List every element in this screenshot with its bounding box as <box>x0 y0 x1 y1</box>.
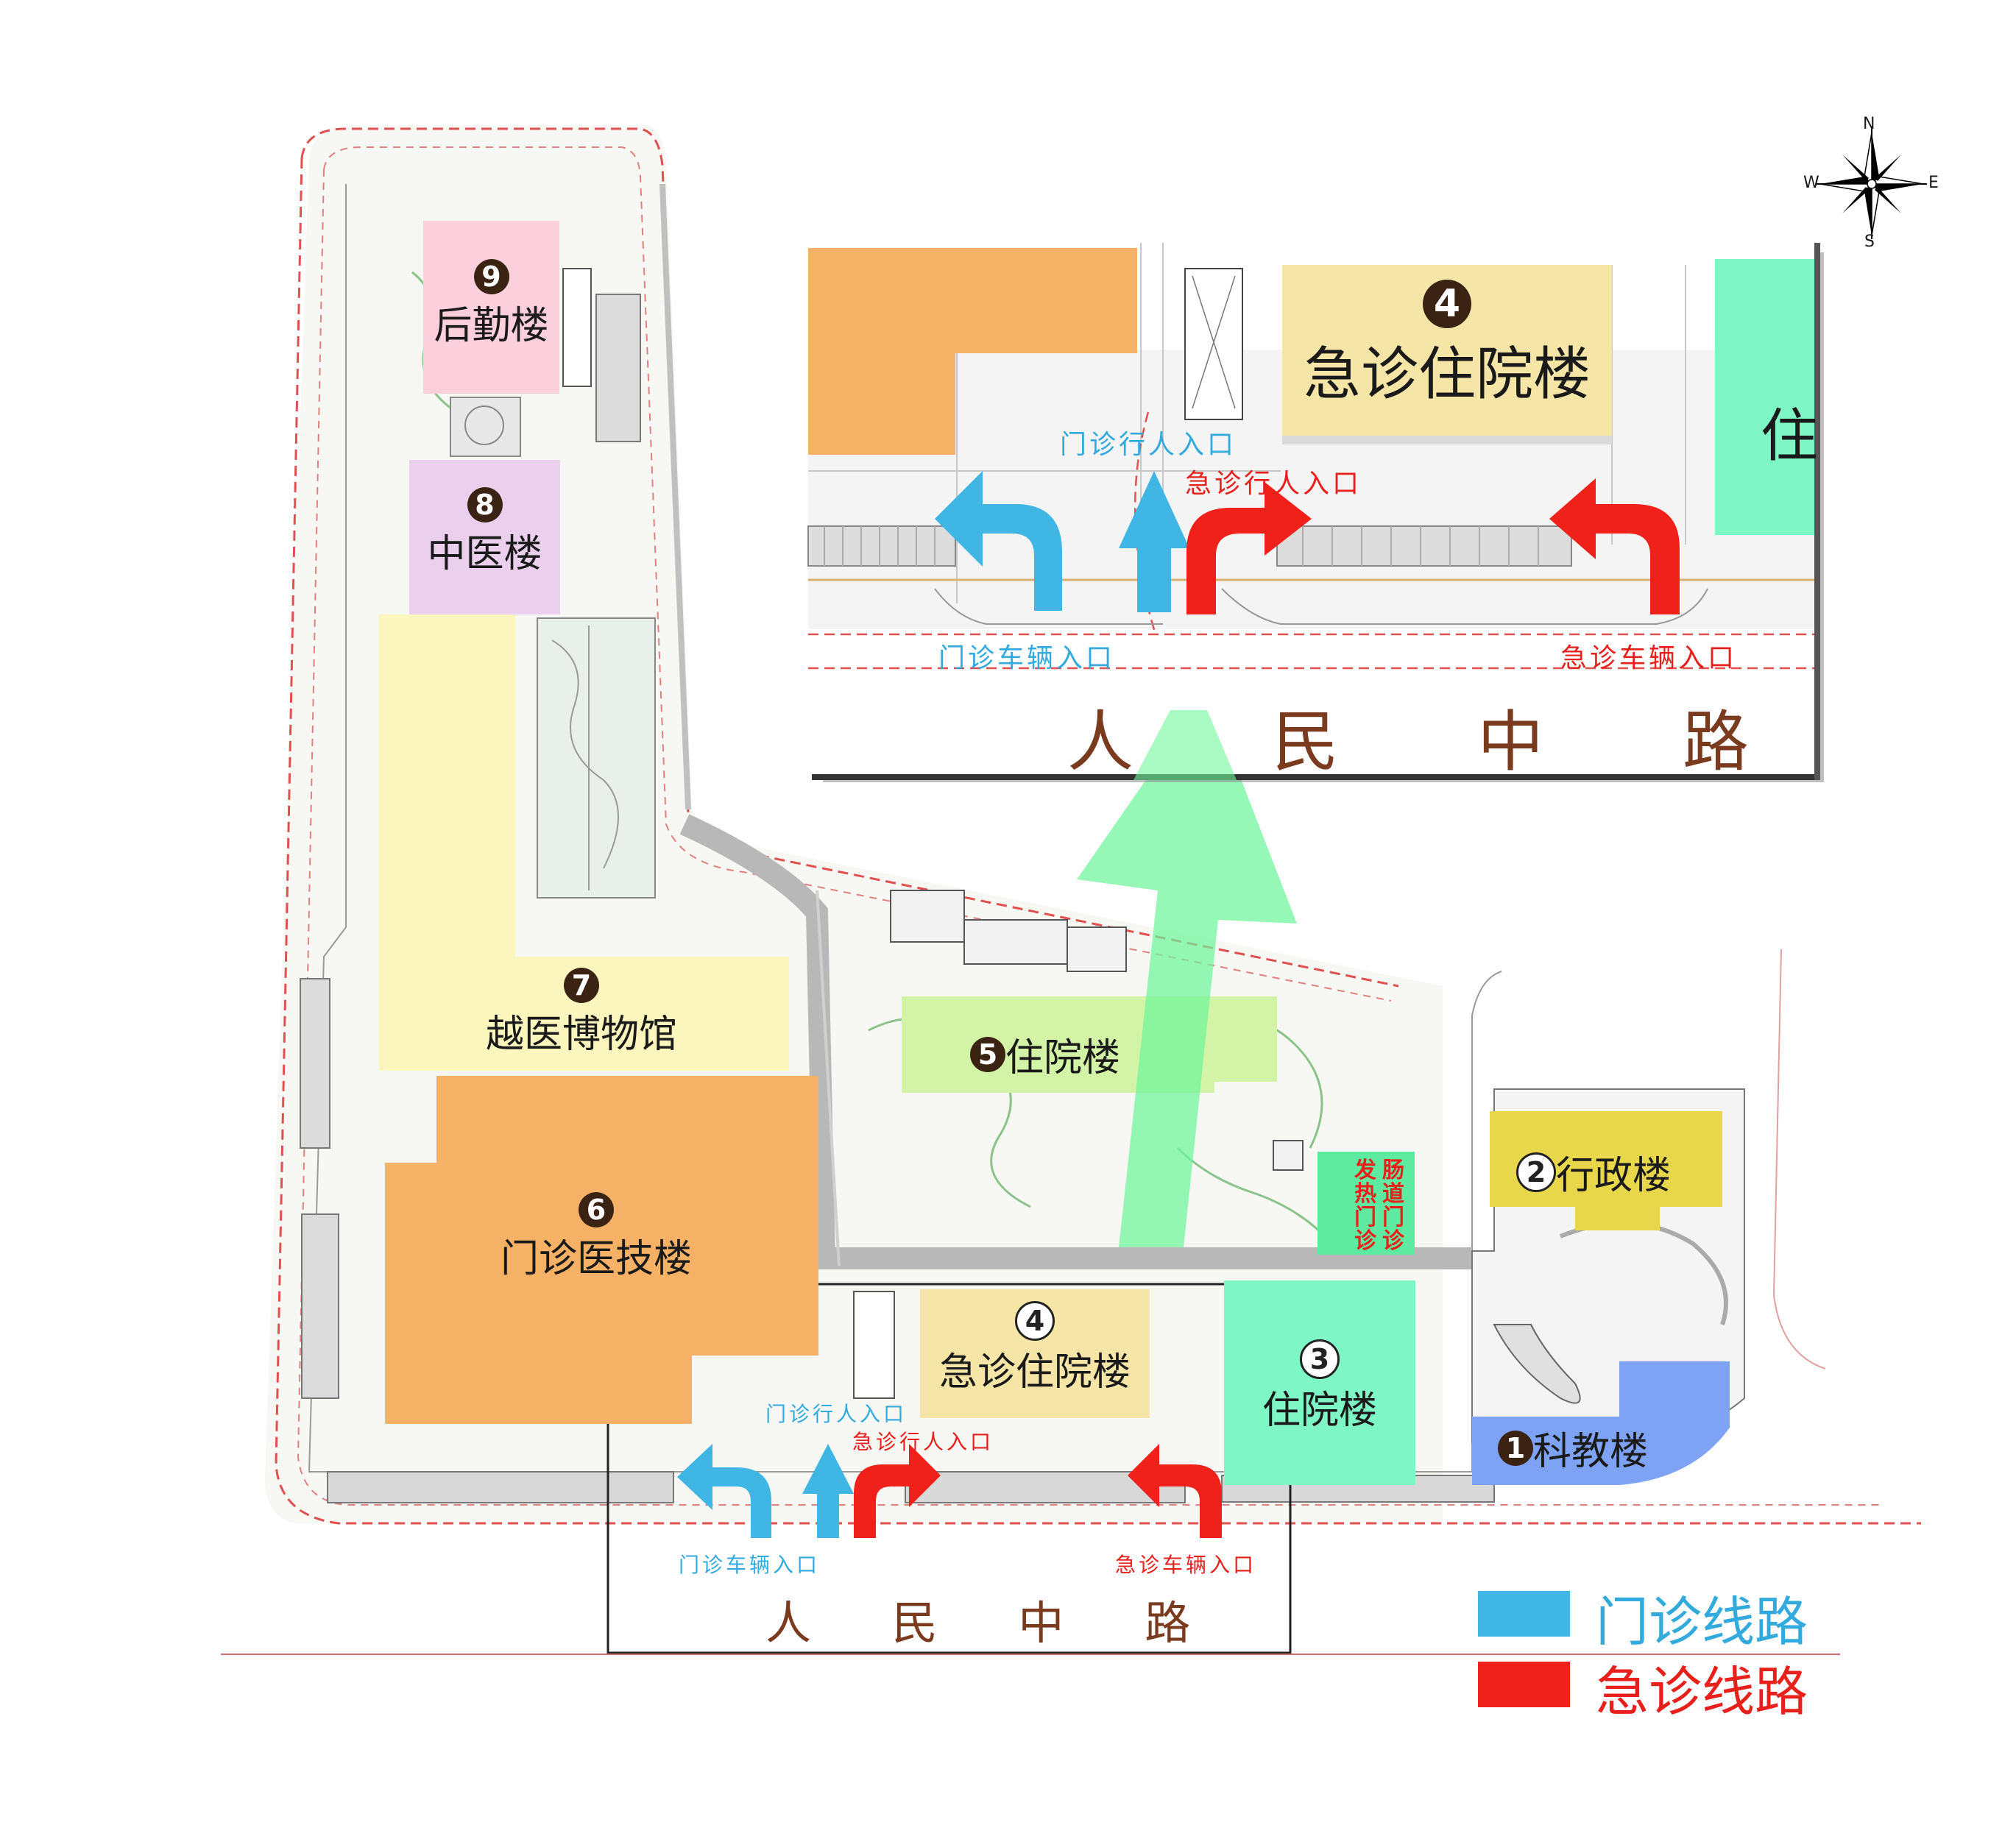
road-name-label: 人 民 中 路 <box>765 1596 1191 1650</box>
inset-building-3-partial-label: 住 <box>1761 403 1819 469</box>
legend-outpatient-swatch <box>1478 1591 1570 1637</box>
building-2-name: 行政楼 <box>1556 1154 1672 1198</box>
inset-emergency-vehicle-label: 急诊车辆入口 <box>1560 643 1738 673</box>
inset-building-4-name: 急诊住院楼 <box>1303 341 1591 408</box>
building-9-label: 9 后勤楼 <box>423 259 559 350</box>
inset-outpatient-vehicle-label: 门诊车辆入口 <box>938 643 1116 673</box>
compass-s-label: S <box>1864 233 1875 251</box>
building-3-name: 住院楼 <box>1262 1389 1377 1433</box>
inset-emergency-pedestrian-label: 急诊行人入口 <box>1185 469 1362 499</box>
outpatient-vehicle-entrance-label: 门诊车辆入口 <box>679 1553 821 1577</box>
outpatient-vehicle-arrow <box>677 1444 771 1538</box>
emergency-vehicle-entrance-label: 急诊车辆入口 <box>1115 1553 1257 1577</box>
inset-road-name-label: 人 民 中 路 <box>1067 704 1749 781</box>
fever-clinic-label: 发热门诊 <box>1354 1158 1376 1254</box>
outpatient-pedestrian-arrow <box>802 1444 854 1538</box>
building-2-block <box>1490 1111 1722 1230</box>
building-6-name: 门诊医技楼 <box>500 1237 692 1281</box>
building-1-number: 1 <box>1498 1430 1533 1466</box>
building-8-block <box>409 460 560 614</box>
inset-emergency-pedestrian-arrow <box>1186 482 1312 614</box>
building-3-block <box>1224 1280 1415 1485</box>
building-8-label: 8 中医楼 <box>409 487 560 578</box>
building-4-name: 急诊住院楼 <box>938 1350 1131 1395</box>
building-8-number: 8 <box>467 487 503 522</box>
inset-building-4-number: 4 <box>1423 280 1471 328</box>
building-4-number: 4 <box>1015 1301 1055 1341</box>
building-7-name: 越医博物馆 <box>485 1013 677 1057</box>
emergency-pedestrian-entrance-label: 急诊行人入口 <box>852 1430 994 1454</box>
building-3-label: 3 住院楼 <box>1224 1339 1415 1434</box>
building-7-number: 7 <box>564 968 599 1003</box>
building-1-block <box>1472 1361 1730 1485</box>
compass-e-label: E <box>1928 174 1939 192</box>
legend-emergency-label: 急诊线路 <box>1596 1661 1808 1723</box>
compass-rose <box>1817 129 1927 239</box>
zoom-pointer-arrow <box>1077 692 1297 1247</box>
building-5-name: 住院楼 <box>1005 1036 1121 1080</box>
emergency-vehicle-arrow <box>1128 1444 1222 1538</box>
inset-emergency-vehicle-arrow <box>1549 478 1680 614</box>
intestinal-clinic-label: 肠道门诊 <box>1382 1158 1404 1254</box>
emergency-pedestrian-arrow <box>854 1444 941 1538</box>
building-9-number: 9 <box>473 259 509 294</box>
legend-outpatient-label: 门诊线路 <box>1596 1591 1808 1653</box>
building-3-number: 3 <box>1300 1339 1340 1379</box>
legend-emergency-swatch <box>1478 1662 1570 1707</box>
building-7-label: 7 越医博物馆 <box>456 968 707 1058</box>
building-1-name: 科教楼 <box>1533 1430 1649 1474</box>
building-2-number: 2 <box>1516 1152 1556 1192</box>
compass-n-label: N <box>1863 115 1875 133</box>
building-8-name: 中医楼 <box>427 532 542 576</box>
inset-building-4-label: 4 急诊住院楼 <box>1282 280 1612 411</box>
outpatient-pedestrian-entrance-label: 门诊行人入口 <box>765 1402 908 1426</box>
inset-outpatient-pedestrian-label: 门诊行人入口 <box>1060 430 1237 460</box>
building-7-block <box>379 614 789 1071</box>
inset-building-3-block <box>1715 259 1817 535</box>
parking-left <box>300 294 641 1399</box>
building-6-label: 6 门诊医技楼 <box>471 1192 721 1283</box>
building-9-block <box>423 221 559 394</box>
building-5-number: 5 <box>970 1036 1005 1072</box>
building-6-number: 6 <box>579 1192 614 1227</box>
compass-w-label: W <box>1803 174 1819 192</box>
building-9-name: 后勤楼 <box>434 304 549 348</box>
building-6-block <box>385 1076 818 1424</box>
inset-outpatient-vehicle-arrow <box>935 471 1062 611</box>
inset-outpatient-pedestrian-arrow <box>1119 471 1189 612</box>
fever-clinic-block <box>1318 1152 1415 1255</box>
building-4-label: 4 急诊住院楼 <box>920 1301 1150 1396</box>
